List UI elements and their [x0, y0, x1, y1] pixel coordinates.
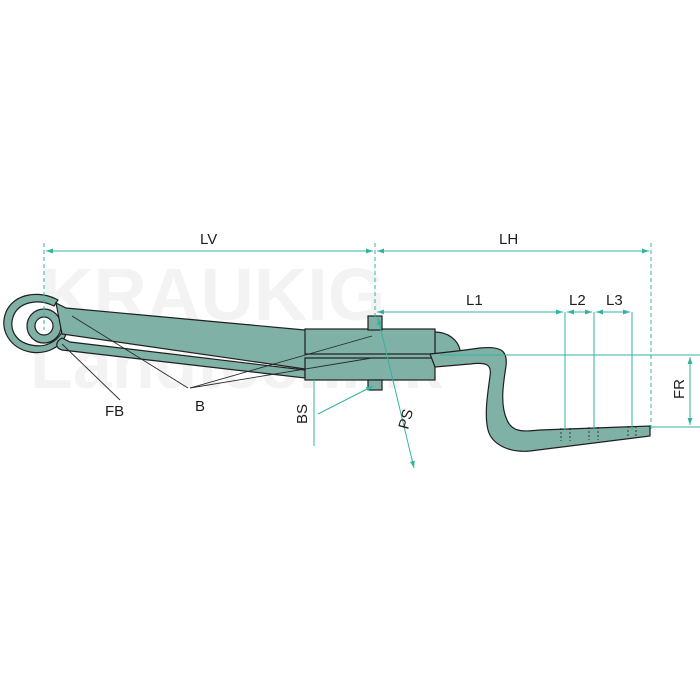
leader-fb — [61, 343, 121, 401]
label-ps: PS — [395, 407, 417, 431]
leader-lines — [61, 315, 373, 401]
label-bs: BS — [294, 404, 311, 424]
clamp-plate-top — [304, 328, 436, 355]
label-l3: L3 — [606, 292, 623, 309]
label-lv: LV — [200, 231, 217, 248]
leader-b-2 — [189, 335, 373, 389]
leader-b-3 — [189, 357, 373, 389]
label-b: B — [195, 398, 205, 415]
dim-ps — [377, 317, 415, 469]
dimension-labels: LV LH L1 L2 L3 FR FB B BS PS — [105, 231, 688, 431]
dimension-lines — [43, 243, 700, 469]
leader-b-1 — [71, 315, 189, 389]
label-l1: L1 — [466, 292, 483, 309]
clamp-plate-bottom — [304, 357, 436, 381]
label-fb: FB — [105, 403, 124, 420]
label-lh: LH — [499, 231, 518, 248]
label-l2: L2 — [569, 292, 586, 309]
bushing-hole — [34, 316, 54, 336]
rear-leaf — [429, 346, 651, 452]
dim-bs — [317, 385, 374, 415]
label-fr: FR — [671, 379, 688, 399]
center-bolt-nut — [367, 379, 383, 391]
